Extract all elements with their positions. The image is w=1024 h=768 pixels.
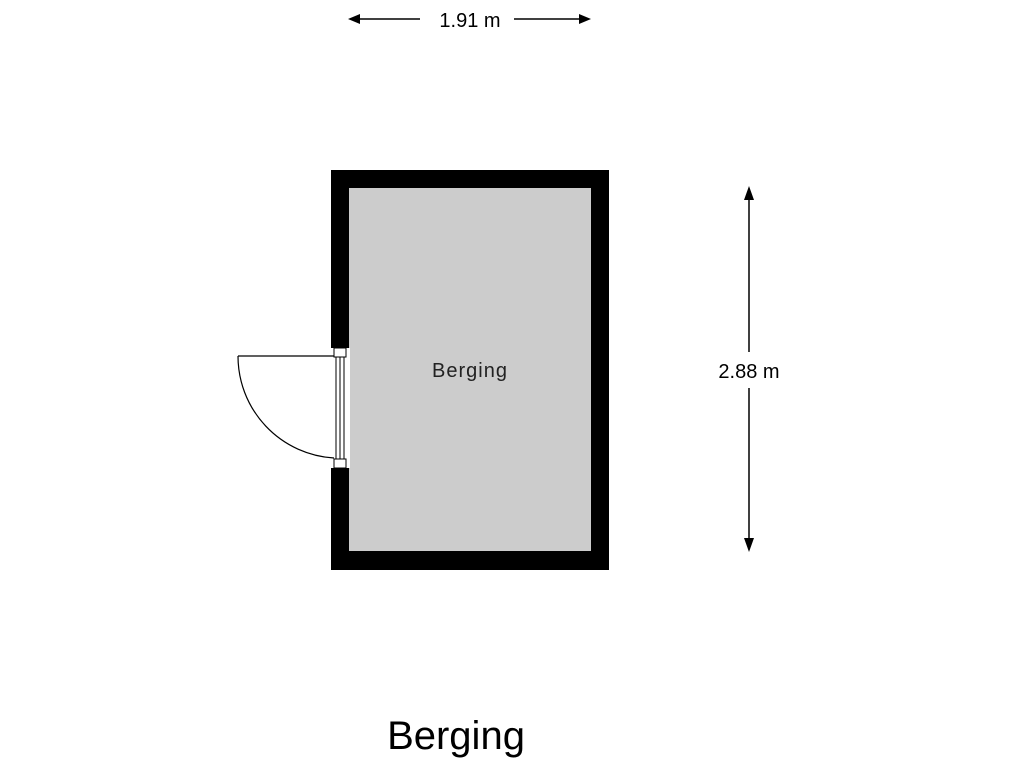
width-arrow-right-icon [579,14,591,24]
door-swing-arc [237,355,335,459]
door-swing [237,355,335,459]
room-label: Berging [432,360,508,382]
width-arrow-left-icon [348,14,360,24]
height-arrow-bottom-icon [744,538,754,552]
door-frame [333,347,347,469]
room-floor [349,188,591,551]
plan-title: Berging [387,714,525,758]
height-arrow-top-icon [744,186,754,200]
height-dimension-label: 2.88 m [718,361,779,383]
height-dimension: 2.88 m [718,186,780,552]
width-dimension-label: 1.91 m [439,10,500,32]
width-dimension: 1.91 m [348,10,591,32]
